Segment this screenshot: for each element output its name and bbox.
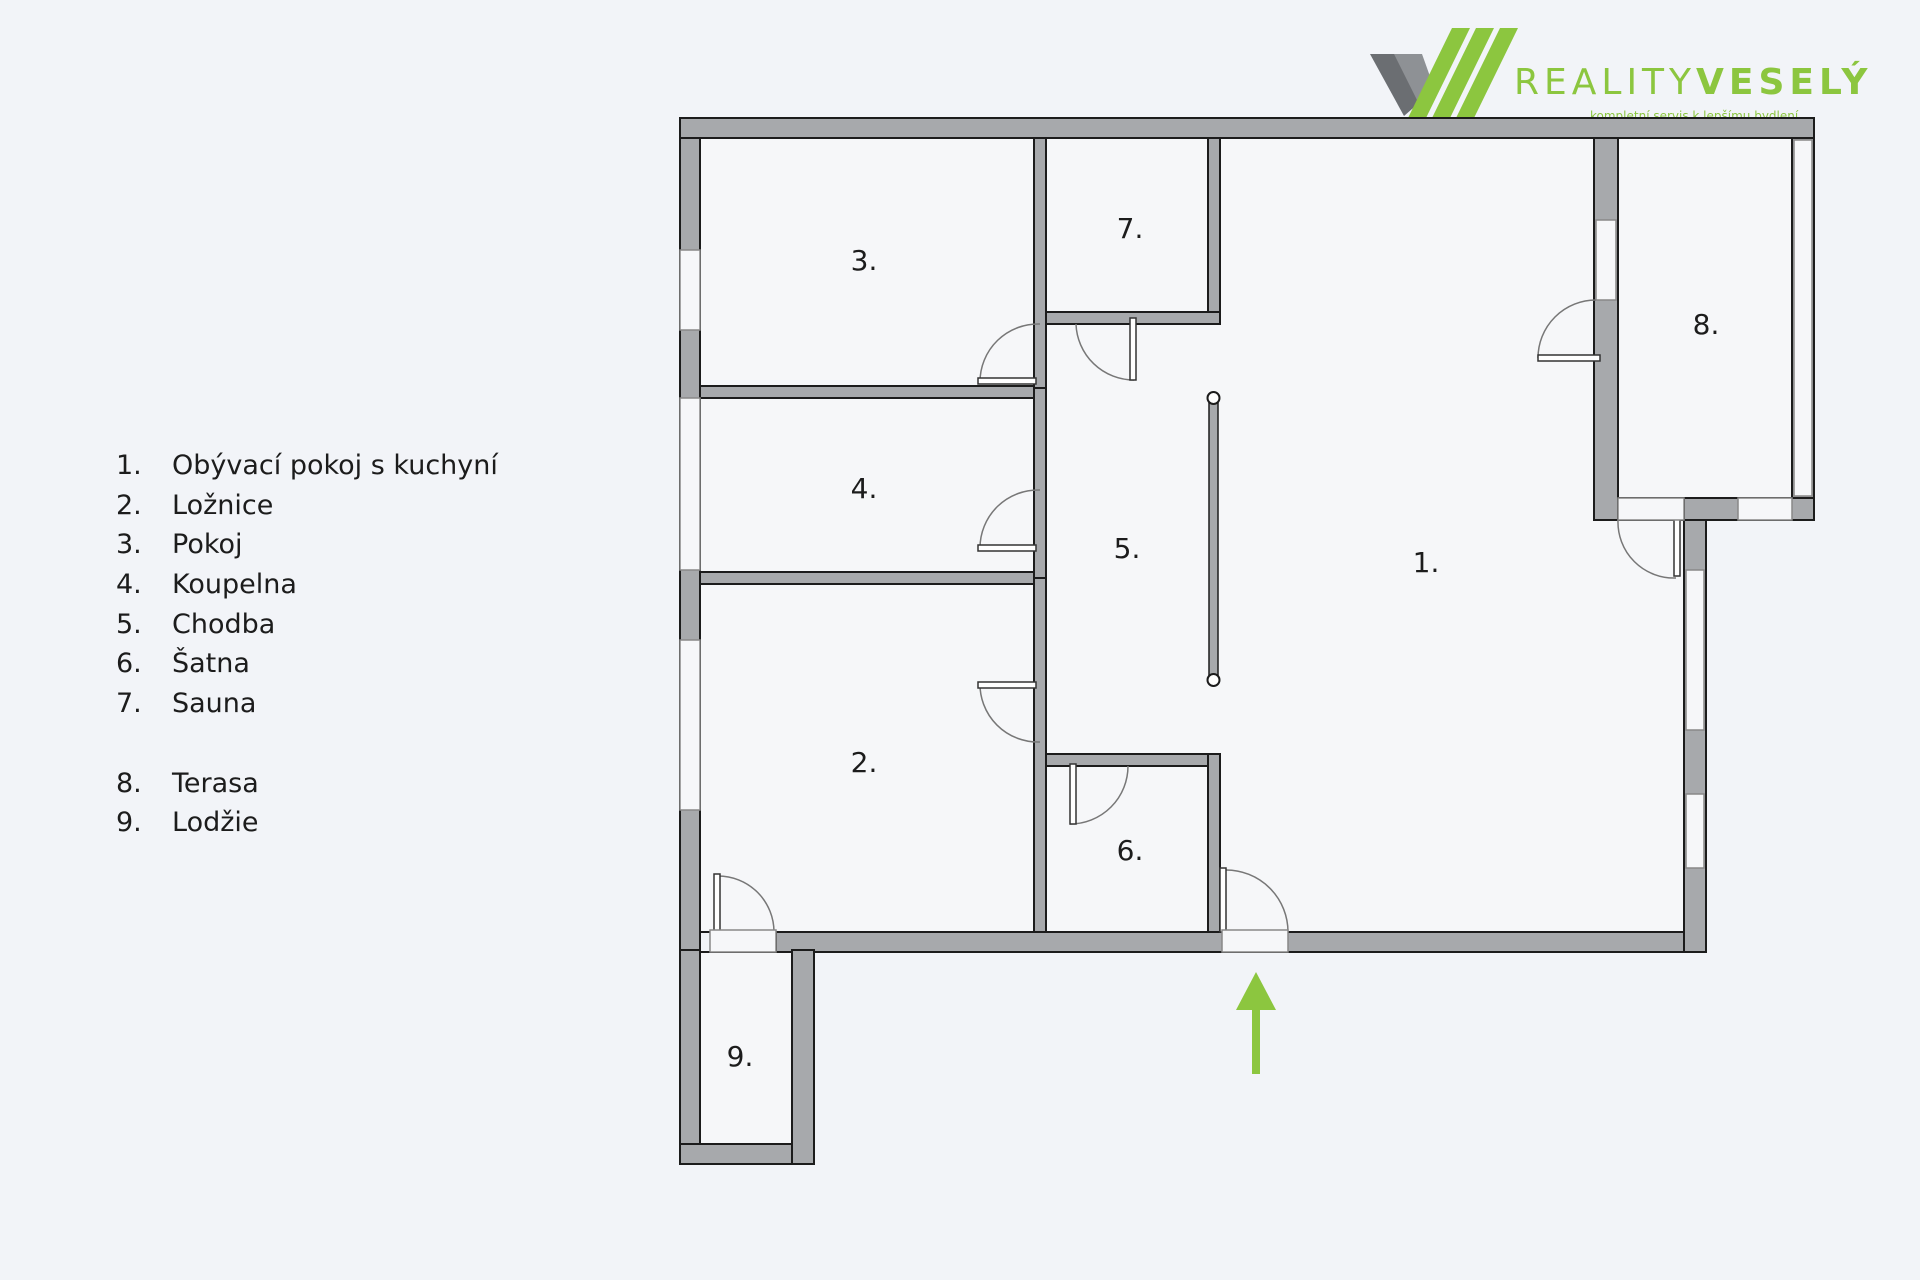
door-arc bbox=[717, 875, 775, 933]
wall bbox=[1033, 577, 1047, 933]
legend-item: 9.Lodžie bbox=[116, 807, 259, 839]
legend-item: 7.Sauna bbox=[116, 688, 257, 720]
rail-bar bbox=[1208, 397, 1219, 681]
room-floors bbox=[699, 137, 1793, 1145]
room-4-floor bbox=[699, 397, 1035, 573]
window bbox=[1793, 139, 1813, 497]
brand-name: REALITYVESELÝ bbox=[1514, 60, 1872, 103]
door-leaf bbox=[977, 544, 1037, 552]
wall bbox=[1593, 137, 1619, 521]
wall bbox=[1207, 137, 1221, 325]
door-arc bbox=[979, 489, 1041, 549]
room-label: 5. bbox=[1114, 532, 1141, 565]
window bbox=[1685, 793, 1705, 869]
room-label: 3. bbox=[851, 244, 878, 277]
room-label: 1. bbox=[1413, 546, 1440, 579]
door-arc bbox=[1069, 765, 1129, 825]
door-leaf bbox=[1069, 763, 1077, 825]
legend: 1.Obývací pokoj s kuchyní 2.Ložnice 3.Po… bbox=[116, 446, 498, 843]
legend-item: 8.Terasa bbox=[116, 767, 259, 799]
door-arc bbox=[1537, 299, 1597, 359]
room-label: 9. bbox=[727, 1040, 754, 1073]
room-label: 8. bbox=[1693, 308, 1720, 341]
door-leaf bbox=[1129, 317, 1137, 381]
room-2-floor bbox=[699, 583, 1035, 933]
room-9-floor bbox=[699, 951, 793, 1145]
door-leaf bbox=[1537, 354, 1601, 362]
door-leaf bbox=[977, 681, 1037, 689]
legend-item: 4.Koupelna bbox=[116, 569, 297, 601]
door-arc bbox=[1225, 869, 1289, 933]
windows bbox=[679, 139, 1813, 869]
door-threshold bbox=[1737, 497, 1793, 521]
room-label: 4. bbox=[851, 472, 878, 505]
room-label: 2. bbox=[851, 746, 878, 779]
window bbox=[679, 249, 701, 331]
door-threshold bbox=[1221, 929, 1289, 953]
window bbox=[1685, 569, 1705, 731]
door-arc bbox=[979, 323, 1041, 383]
door-arc bbox=[1617, 519, 1677, 579]
door-leaf bbox=[1219, 867, 1227, 933]
room-8-floor bbox=[1617, 137, 1793, 499]
wall bbox=[679, 949, 701, 1165]
door-leaf bbox=[977, 377, 1037, 385]
wall bbox=[1207, 753, 1221, 933]
wall bbox=[699, 385, 1035, 399]
room-label: 6. bbox=[1117, 834, 1144, 867]
door-threshold bbox=[709, 929, 777, 953]
room-7-floor bbox=[1045, 137, 1209, 313]
door-leaf bbox=[713, 873, 721, 933]
wall bbox=[791, 949, 815, 1165]
window bbox=[679, 397, 701, 571]
legend-item: 3.Pokoj bbox=[116, 529, 243, 561]
doors bbox=[709, 299, 1793, 953]
brand-logo: REALITYVESELÝ kompletní servis k lepšímu… bbox=[1370, 28, 1872, 123]
rail-end bbox=[1206, 673, 1221, 687]
room-label: 7. bbox=[1117, 212, 1144, 245]
wall bbox=[699, 571, 1035, 585]
wall bbox=[679, 117, 1815, 139]
entrance-arrow-icon bbox=[1236, 972, 1276, 1074]
door-threshold bbox=[1617, 497, 1685, 521]
legend-item: 6.Šatna bbox=[116, 648, 250, 680]
door-arc bbox=[1075, 323, 1135, 381]
legend-item: 1.Obývací pokoj s kuchyní bbox=[116, 450, 498, 481]
door-arc bbox=[979, 681, 1041, 743]
rail-end bbox=[1206, 391, 1221, 405]
legend-item: 5.Chodba bbox=[116, 608, 276, 640]
door-leaf bbox=[1673, 511, 1681, 577]
legend-item: 2.Ložnice bbox=[116, 489, 274, 521]
logo-green-stroke-icon bbox=[1432, 28, 1494, 118]
window bbox=[1595, 219, 1617, 301]
logo-green-stroke-icon bbox=[1408, 28, 1470, 118]
room-labels: 1. 2. 3. 4. 5. 6. 7. 8. 9. bbox=[727, 212, 1720, 1073]
logo-green-stroke-icon bbox=[1456, 28, 1518, 118]
room-3-floor bbox=[699, 137, 1035, 387]
window bbox=[679, 639, 701, 811]
wall bbox=[1033, 137, 1047, 389]
hall-rail bbox=[1206, 391, 1221, 687]
